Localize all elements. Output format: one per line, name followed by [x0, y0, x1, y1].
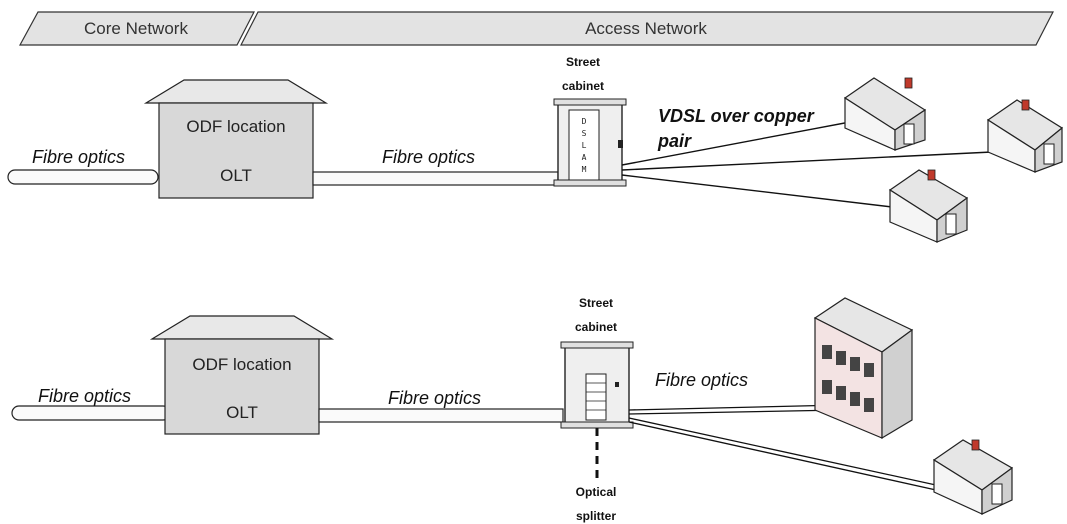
bottom-cabinet-label-line1: Street — [579, 296, 613, 310]
top-fibre-left-label: Fibre optics — [32, 147, 125, 167]
bottom-fibre-right-label: Fibre optics — [655, 370, 748, 390]
house-icon — [986, 99, 1064, 173]
house-icon — [932, 439, 1014, 515]
dslam-letter-3: L — [582, 141, 587, 150]
house-icon — [888, 169, 969, 243]
dslam-letter-5: M — [582, 165, 587, 174]
bottom-fibre-pipe-left — [11, 405, 171, 421]
bottom-street-cabinet — [560, 341, 634, 429]
top-cabinet-label-line1: Street — [566, 55, 600, 69]
apartment-building-icon — [813, 297, 914, 440]
copper-label-line2: pair — [657, 131, 692, 151]
top-odf-label: ODF location — [186, 117, 285, 136]
bottom-fibre-pipe-mid — [318, 408, 564, 423]
top-fibre-pipe-mid — [312, 171, 559, 186]
access-network-label: Access Network — [585, 19, 707, 38]
bottom-fibre-lines-right — [628, 404, 946, 493]
top-fibre-mid-label: Fibre optics — [382, 147, 475, 167]
bottom-cabinet-label-line2: cabinet — [575, 320, 617, 334]
top-cabinet-label-line2: cabinet — [562, 79, 604, 93]
top-copper-lines — [621, 121, 993, 208]
dslam-letter-4: A — [582, 153, 587, 162]
bottom-fibre-left-label: Fibre optics — [38, 386, 131, 406]
splitter-label-line2: splitter — [576, 509, 616, 523]
copper-label-line1: VDSL over copper — [658, 106, 815, 126]
bottom-odf-label: ODF location — [192, 355, 291, 374]
dslam-letter-2: S — [582, 129, 587, 138]
access-network-banner: Access Network — [240, 11, 1054, 46]
top-fibre-pipe-left — [7, 169, 159, 185]
top-odf-building — [143, 79, 329, 199]
dslam-letter-1: D — [582, 117, 587, 126]
core-network-banner: Core Network — [18, 11, 255, 46]
bottom-odf-building — [149, 315, 335, 435]
dslam-unit: D S L A M — [582, 117, 587, 174]
top-street-cabinet — [553, 98, 627, 187]
house-icon — [843, 77, 927, 151]
core-network-label: Core Network — [84, 19, 188, 38]
top-olt-label: OLT — [220, 166, 252, 185]
bottom-olt-label: OLT — [226, 403, 258, 422]
bottom-fibre-mid-label: Fibre optics — [388, 388, 481, 408]
splitter-label-line1: Optical — [576, 485, 617, 499]
